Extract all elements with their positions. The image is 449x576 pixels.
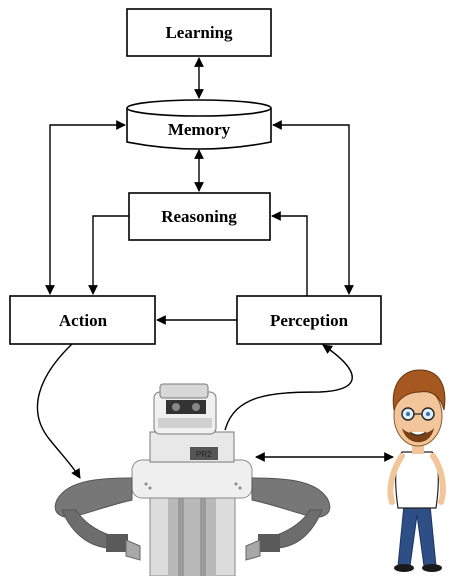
memory-perception-arrow — [272, 120, 354, 295]
memory-label: Memory — [168, 120, 231, 139]
human-cartoon-icon — [387, 369, 446, 572]
reasoning-action-arrow — [88, 215, 129, 295]
action-robot-arrow — [36, 343, 81, 479]
robot-pr2-icon: PR2 — [54, 383, 331, 576]
learning-label: Learning — [165, 23, 233, 42]
reasoning-node: Reasoning — [128, 192, 271, 241]
robot-perception-arrow — [224, 344, 353, 431]
learning-node: Learning — [126, 8, 272, 57]
memory-node: Memory — [126, 99, 272, 150]
perception-node: Perception — [236, 295, 382, 345]
reasoning-label: Reasoning — [161, 207, 237, 226]
perception-label: Perception — [270, 311, 349, 330]
memory-action-arrow — [45, 120, 126, 295]
action-node: Action — [9, 295, 156, 345]
perception-reasoning-arrow — [271, 211, 308, 296]
action-label: Action — [59, 311, 108, 330]
robot-model-label: PR2 — [196, 450, 212, 459]
